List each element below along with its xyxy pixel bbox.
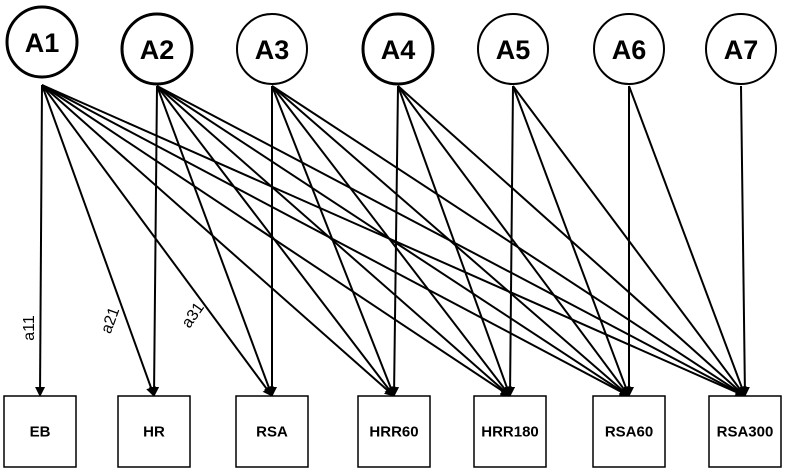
indicator-label-rsa60: RSA60 — [605, 424, 653, 441]
indicator-box-rsa — [235, 395, 309, 468]
edge-a5-to-hrr180 — [505, 85, 516, 397]
factor-circle-a6 — [593, 13, 665, 85]
factor-label-a2: A2 — [140, 35, 175, 65]
edge-a2-to-hrr60 — [156, 85, 395, 397]
factor-circle-a3 — [236, 13, 308, 85]
factor-circle-a5 — [477, 13, 549, 85]
edge-a4-to-rsa60 — [397, 85, 630, 397]
indicator-label-rsa300: RSA300 — [717, 424, 774, 441]
indicator-box-rsa300 — [708, 395, 782, 468]
factor-a2: A2 — [120, 12, 194, 86]
factor-label-a5: A5 — [496, 35, 531, 65]
indicator-box-rsa60 — [592, 395, 666, 468]
edge-a1-to-rsa60 — [41, 84, 630, 397]
factor-circle-a2 — [120, 12, 194, 86]
factor-circle-a7 — [705, 13, 777, 85]
edge-a1-to-rsa — [41, 84, 273, 397]
indicator-rsa: RSA — [235, 395, 309, 468]
factor-a6: A6 — [593, 13, 665, 85]
factor-circle-a4 — [361, 12, 435, 86]
edge-a7-to-rsa300 — [739, 85, 750, 397]
indicator-hr: HR — [117, 395, 191, 468]
factor-a1: A1 — [5, 5, 79, 79]
factor-nodes-layer: A1 A2 A3 A4 A5 A6 A7 — [5, 5, 777, 86]
factor-label-a1: A1 — [25, 28, 60, 58]
edge-a5-to-rsa60 — [512, 85, 631, 397]
edge-label-a21: a21 — [98, 305, 123, 336]
edge-a1-to-hrr60 — [41, 84, 395, 397]
indicator-label-hr: HR — [143, 424, 165, 441]
indicator-box-eb — [3, 395, 77, 468]
indicator-boxes-layer: EB HR RSA HRR60 HRR180 RSA60 RSA300 — [3, 395, 782, 468]
factor-label-a6: A6 — [612, 35, 647, 65]
indicator-eb: EB — [3, 395, 77, 468]
edge-a4-to-hrr180 — [397, 85, 512, 397]
edge-a6-to-rsa300 — [628, 85, 747, 397]
indicator-box-hrr180 — [473, 395, 547, 468]
indicator-label-hrr60: HRR60 — [369, 424, 418, 441]
indicator-box-hrr60 — [357, 395, 431, 468]
edge-a2-to-rsa60 — [156, 85, 630, 397]
factor-a3: A3 — [236, 13, 308, 85]
edge-a4-to-hrr60 — [389, 85, 400, 397]
indicator-rsa60: RSA60 — [592, 395, 666, 468]
indicator-label-hrr180: HRR180 — [481, 424, 539, 441]
edge-a3-to-rsa300 — [271, 85, 746, 397]
edge-a1-to-hr — [41, 84, 156, 397]
edge-a3-to-hrr60 — [271, 85, 396, 397]
factor-label-a3: A3 — [255, 35, 290, 65]
factor-label-a7: A7 — [724, 35, 759, 65]
indicator-rsa300: RSA300 — [708, 395, 782, 468]
edge-a3-to-rsa60 — [271, 85, 630, 397]
edges-layer — [35, 84, 750, 397]
indicator-hrr60: HRR60 — [357, 395, 431, 468]
factor-circle-a1 — [5, 5, 79, 79]
indicator-label-rsa: RSA — [256, 424, 288, 441]
edge-a2-to-rsa — [156, 85, 274, 397]
edge-a2-to-hr — [149, 85, 160, 397]
factor-a5: A5 — [477, 13, 549, 85]
factor-a7: A7 — [705, 13, 777, 85]
edge-a3-to-hrr180 — [271, 85, 511, 397]
factor-a4: A4 — [361, 12, 435, 86]
indicator-box-hr — [117, 395, 191, 468]
indicator-hrr180: HRR180 — [473, 395, 547, 468]
edge-a1-to-eb — [35, 84, 46, 397]
edge-label-a11: a11 — [21, 315, 38, 341]
factor-label-a4: A4 — [381, 35, 416, 65]
indicator-label-eb: EB — [30, 424, 51, 441]
